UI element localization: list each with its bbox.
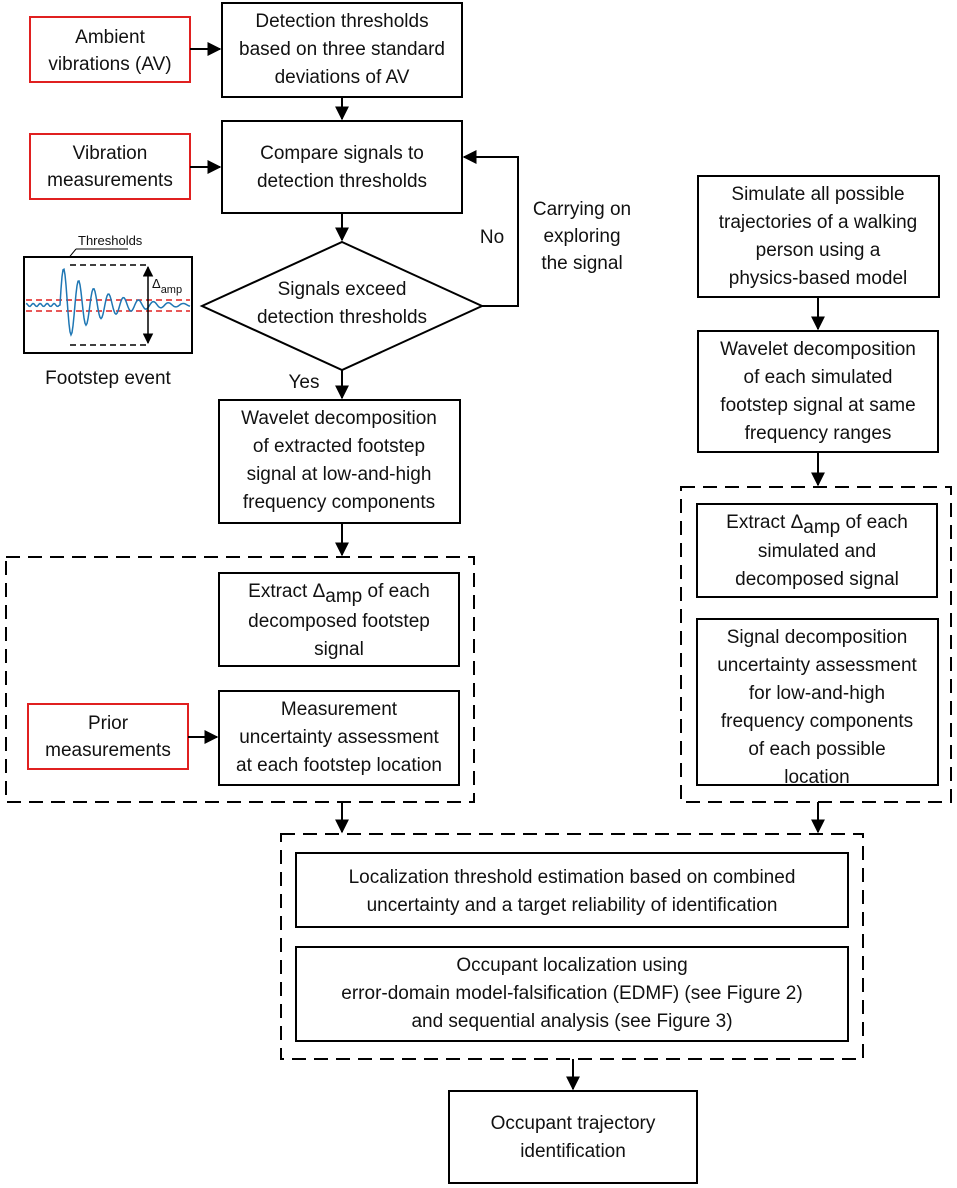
ambient-line-1: Ambient bbox=[75, 27, 145, 48]
detection-line-3: deviations of AV bbox=[275, 67, 410, 88]
extract-left-line-1: Extract Δamp of each bbox=[248, 581, 430, 607]
sig-unc-line-6: location bbox=[784, 767, 850, 788]
ambient-vibrations-box: Ambient vibrations (AV) bbox=[29, 16, 191, 83]
prior-line-1: Prior bbox=[88, 713, 129, 734]
sig-unc-line-1: Signal decomposition bbox=[727, 627, 908, 648]
extract-right-line-2: simulated and bbox=[758, 541, 876, 562]
footstep-signal-trace bbox=[25, 267, 191, 337]
extract-left-line-2: decomposed footstep bbox=[248, 611, 430, 632]
decision-line-1: Signals exceed bbox=[278, 279, 407, 300]
signals-exceed-decision: Signals exceed detection thresholds bbox=[199, 240, 485, 372]
wavelet-left-line-4: frequency components bbox=[243, 492, 435, 513]
wavelet-left-line-3: signal at low-and-high bbox=[247, 464, 432, 485]
detection-line-2: based on three standard bbox=[239, 39, 445, 60]
compare-line-2: detection thresholds bbox=[257, 171, 427, 192]
simulate-line-1: Simulate all possible bbox=[731, 184, 904, 205]
compare-signals-box: Compare signals to detection thresholds bbox=[221, 120, 463, 214]
simulate-line-2: trajectories of a walking bbox=[719, 212, 918, 233]
inset-delta: Δ bbox=[152, 276, 161, 291]
extract-word-right: Extract bbox=[726, 512, 786, 533]
measurement-uncertainty-box: Measurement uncertainty assessment at ea… bbox=[218, 690, 460, 786]
localization-threshold-box: Localization threshold estimation based … bbox=[295, 852, 849, 928]
localization-group bbox=[280, 833, 864, 1060]
compare-line-1: Compare signals to bbox=[260, 143, 424, 164]
amp-subscript: amp bbox=[325, 586, 362, 607]
wavelet-right-line-1: Wavelet decomposition bbox=[720, 339, 916, 360]
sig-unc-line-2: uncertainty assessment bbox=[717, 655, 917, 676]
left-uncertainty-group bbox=[5, 556, 475, 803]
extract-amp-right-box: Extract Δamp of each simulated and decom… bbox=[696, 503, 938, 598]
sig-unc-line-5: of each possible bbox=[748, 739, 885, 760]
wavelet-right-line-3: footstep signal at same bbox=[720, 395, 915, 416]
decision-line-2: detection thresholds bbox=[257, 307, 427, 328]
sig-unc-line-3: for low-and-high bbox=[749, 683, 885, 704]
no-label: No bbox=[480, 227, 504, 248]
extract-right-rest: of each bbox=[846, 512, 908, 533]
loc-threshold-line-2: uncertainty and a target reliability of … bbox=[367, 895, 778, 916]
extract-amp-left-box: Extract Δamp of each decomposed footstep… bbox=[218, 572, 460, 667]
occupant-trajectory-box: Occupant trajectory identification bbox=[448, 1090, 698, 1184]
loc-threshold-line-1: Localization threshold estimation based … bbox=[349, 867, 796, 888]
simulate-trajectories-box: Simulate all possible trajectories of a … bbox=[697, 175, 940, 298]
simulate-line-4: physics-based model bbox=[729, 268, 907, 289]
extract-right-line-1: Extract Δamp of each bbox=[726, 512, 908, 538]
extract-word: Extract bbox=[248, 581, 308, 602]
signal-decomposition-uncertainty-box: Signal decomposition uncertainty assessm… bbox=[696, 618, 939, 788]
sig-unc-line-4: frequency components bbox=[721, 711, 913, 732]
thresholds-label: Thresholds bbox=[78, 233, 143, 248]
wavelet-left-line-2: of extracted footstep bbox=[253, 436, 425, 457]
vibration-line-1: Vibration bbox=[73, 143, 148, 164]
detection-thresholds-box: Detection thresholds based on three stan… bbox=[221, 2, 463, 98]
prior-line-2: measurements bbox=[45, 740, 171, 761]
meas-unc-line-1: Measurement bbox=[281, 699, 398, 720]
occ-loc-line-3: and sequential analysis (see Figure 3) bbox=[411, 1011, 732, 1032]
loop-label-line-2: exploring bbox=[543, 226, 620, 247]
ambient-line-2: vibrations (AV) bbox=[48, 54, 171, 75]
occ-loc-line-2: error-domain model-falsification (EDMF) … bbox=[341, 983, 802, 1004]
detection-line-1: Detection thresholds bbox=[255, 11, 428, 32]
trajectory-line-1: Occupant trajectory bbox=[491, 1113, 656, 1134]
arrow-decision-no-loop bbox=[462, 150, 519, 307]
wavelet-left-line-1: Wavelet decomposition bbox=[241, 408, 437, 429]
prior-measurements-box: Prior measurements bbox=[27, 703, 189, 770]
wavelet-right-line-2: of each simulated bbox=[744, 367, 893, 388]
delta-symbol: Δ bbox=[313, 581, 326, 602]
right-uncertainty-group bbox=[680, 486, 952, 803]
wavelet-right-line-4: frequency ranges bbox=[745, 423, 892, 444]
trajectory-line-2: identification bbox=[520, 1141, 626, 1162]
vibration-measurements-box: Vibration measurements bbox=[29, 133, 191, 200]
yes-label: Yes bbox=[289, 372, 320, 393]
footstep-event-label: Footstep event bbox=[45, 368, 171, 389]
vibration-line-2: measurements bbox=[47, 170, 173, 191]
loop-label-line-3: the signal bbox=[541, 253, 622, 274]
occupant-localization-box: Occupant localization using error-domain… bbox=[295, 946, 849, 1042]
wavelet-decomposition-left-box: Wavelet decomposition of extracted foots… bbox=[218, 399, 461, 524]
inset-amp: amp bbox=[161, 284, 182, 296]
occ-loc-line-1: Occupant localization using bbox=[456, 955, 687, 976]
wavelet-decomposition-right-box: Wavelet decomposition of each simulated … bbox=[697, 330, 939, 453]
loop-label-line-1: Carrying on bbox=[533, 199, 631, 220]
amp-subscript-right: amp bbox=[803, 517, 840, 538]
meas-unc-line-3: at each footstep location bbox=[236, 755, 442, 776]
extract-left-rest: of each bbox=[368, 581, 430, 602]
extract-right-line-3: decomposed signal bbox=[735, 569, 899, 590]
simulate-line-3: person using a bbox=[756, 240, 881, 261]
inset-delta-amp-label: Δamp bbox=[152, 276, 182, 296]
delta-symbol-right: Δ bbox=[791, 512, 804, 533]
extract-left-line-3: signal bbox=[314, 639, 364, 660]
meas-unc-line-2: uncertainty assessment bbox=[239, 727, 439, 748]
footstep-event-inset: Thresholds Δamp Footstep event bbox=[23, 233, 193, 389]
